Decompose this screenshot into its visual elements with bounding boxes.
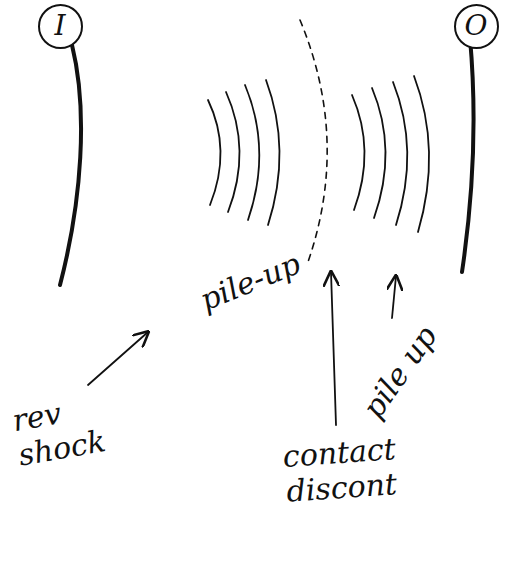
pile-up-arc (393, 82, 407, 225)
pile-up-arc (208, 100, 221, 205)
pile-up-arc (266, 80, 280, 225)
outer-boundary (462, 38, 474, 272)
leader-arrow (88, 332, 148, 385)
circle-marker: O (454, 4, 499, 49)
annotation-label: pile up (356, 319, 444, 424)
annotation-label: rev shock (9, 388, 115, 472)
inner-boundary (60, 45, 81, 285)
region-letter: I (54, 11, 65, 42)
circle-marker: I (38, 4, 83, 49)
pile-up-arc (414, 76, 429, 232)
pile-up-arc (372, 88, 386, 218)
annotation-label: contact discont (275, 431, 405, 509)
annotation-label: pile-up (195, 246, 305, 317)
contact-discontinuity (300, 20, 327, 262)
leader-arrow (331, 272, 336, 425)
pile-up-arc (245, 85, 259, 220)
leader-arrow (392, 276, 396, 318)
pile-up-arc (226, 92, 240, 212)
region-letter: O (465, 11, 488, 42)
pile-up-arc (352, 95, 365, 210)
